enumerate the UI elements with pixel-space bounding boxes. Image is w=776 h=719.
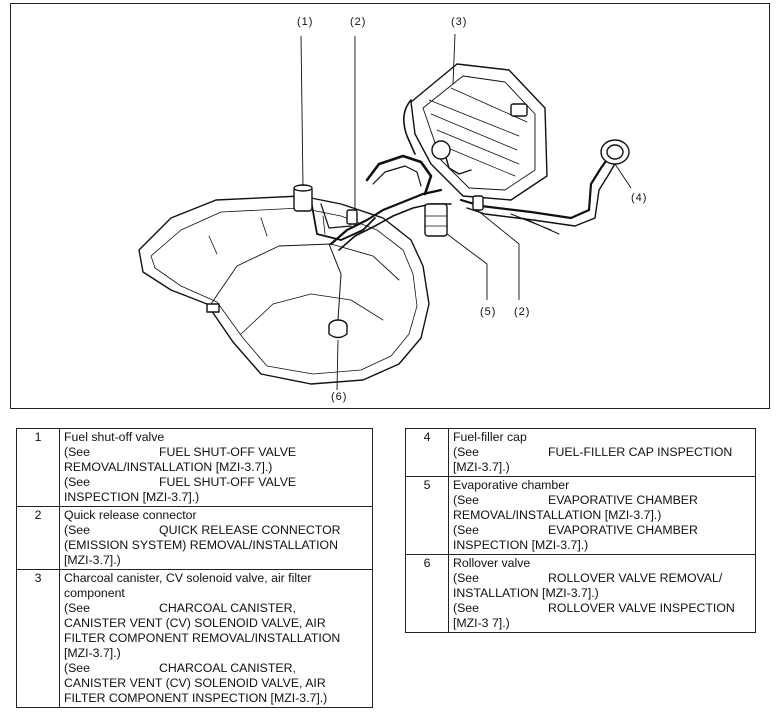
- legend-number: 4: [405, 428, 449, 477]
- legend-line: CANISTER VENT (CV) SOLENOID VALVE, AIR: [64, 616, 326, 630]
- legend-line: FILTER COMPONENT INSPECTION [MZI-3.7].): [64, 691, 328, 705]
- fuel-tank: [138, 195, 430, 385]
- callout-1: (1): [297, 16, 314, 28]
- callout-3: (3): [451, 16, 468, 28]
- callout-4: (4): [631, 192, 648, 204]
- legend-title: Quick release connector: [64, 508, 197, 522]
- legend-line: INSPECTION [MZI-3.7].): [453, 538, 589, 552]
- legend-title: Rollover valve: [453, 556, 531, 570]
- legend-title: Charcoal canister, CV solenoid valve, ai…: [64, 571, 312, 600]
- callout-6: (6): [331, 391, 348, 403]
- fuel-filler-cap: [600, 139, 630, 165]
- legend-line: FILTER COMPONENT REMOVAL/INSTALLATION: [64, 631, 341, 645]
- legend-line: REMOVAL/INSTALLATION [MZI-3.7].): [453, 508, 662, 522]
- legend-title: Evaporative chamber: [453, 478, 570, 492]
- legend-row: 3 Charcoal canister, CV solenoid valve, …: [16, 569, 373, 708]
- legend-number: 6: [405, 554, 449, 633]
- callout-2b: (2): [514, 306, 531, 318]
- legend-line: INSPECTION [MZI-3.7].): [64, 490, 200, 504]
- legend-title: Fuel-filler cap: [453, 430, 527, 444]
- legend-line: REMOVAL/INSTALLATION [MZI-3.7].): [64, 460, 273, 474]
- legend-number: 1: [16, 428, 60, 507]
- fuel-system-illustration: [138, 33, 632, 391]
- callout-5: (5): [480, 306, 497, 318]
- callout-2: (2): [350, 16, 367, 28]
- legend-line: [MZI-3.7].): [453, 460, 510, 474]
- legend-number: 3: [16, 569, 60, 708]
- legend-line: INSTALLATION [MZI-3.7].): [453, 586, 599, 600]
- component-diagram: (1) (2) (3) (4) (5) (2) (6): [10, 3, 770, 409]
- legend-line: [MZI-3.7].): [64, 553, 121, 567]
- legend-description: Charcoal canister, CV solenoid valve, ai…: [59, 569, 373, 708]
- legend-line: CANISTER VENT (CV) SOLENOID VALVE, AIR: [64, 676, 326, 690]
- legend-line: [MZI-3.7].): [64, 646, 121, 660]
- legend-line: (EMISSION SYSTEM) REMOVAL/INSTALLATION: [64, 538, 338, 552]
- legend-number: 5: [405, 476, 449, 555]
- legend-line: [MZI-3 7].): [453, 616, 510, 630]
- charcoal-canister: [410, 63, 548, 201]
- legend-number: 2: [16, 506, 60, 570]
- legend-title: Fuel shut-off valve: [64, 430, 165, 444]
- evaporative-chamber: [424, 203, 448, 237]
